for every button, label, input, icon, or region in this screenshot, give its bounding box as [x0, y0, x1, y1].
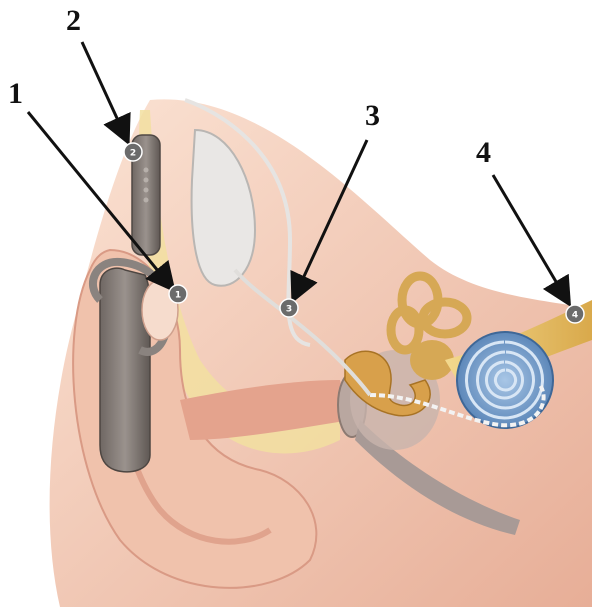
arrow-2: [82, 42, 127, 140]
label-3: 3: [365, 99, 380, 132]
marker-2-text: 2: [130, 149, 136, 159]
marker-3-text: 3: [286, 305, 292, 315]
label-2: 2: [66, 4, 81, 37]
label-1: 1: [8, 77, 23, 110]
marker-4-text: 4: [572, 311, 578, 321]
arrow-4: [493, 175, 568, 302]
marker-1-text: 1: [175, 291, 181, 301]
label-4: 4: [476, 136, 491, 169]
